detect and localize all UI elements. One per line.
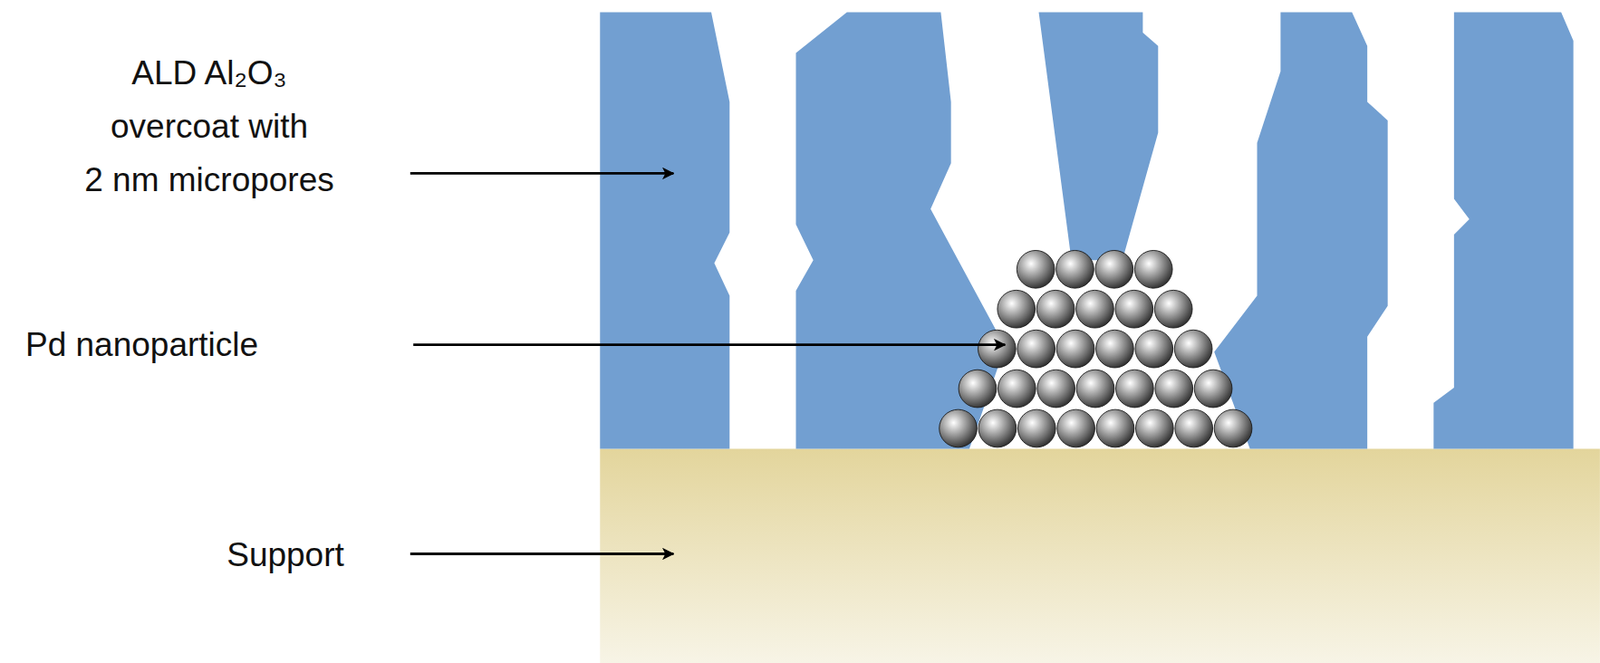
pd-atom bbox=[1017, 409, 1056, 448]
pd-atom bbox=[1056, 250, 1095, 289]
particle-label: Pd nanoparticle bbox=[25, 318, 259, 372]
pd-atom bbox=[1076, 369, 1115, 408]
pd-atom bbox=[1037, 369, 1076, 408]
pd-atom bbox=[1016, 250, 1055, 289]
pd-atom bbox=[1134, 250, 1173, 289]
overcoat-label: ALD Al₂O₃ overcoat with 2 nm micropores bbox=[84, 46, 335, 207]
pd-atom bbox=[997, 289, 1036, 328]
pd-atom bbox=[1136, 409, 1175, 448]
pd-atom bbox=[1155, 369, 1194, 408]
pd-atom bbox=[1096, 409, 1135, 448]
leader-lines bbox=[410, 173, 1006, 554]
alumina-overcoat bbox=[599, 12, 1573, 450]
pd-atom bbox=[1154, 289, 1193, 328]
pd-atom bbox=[1095, 250, 1134, 289]
support-label: Support bbox=[226, 528, 345, 582]
pd-atom bbox=[1194, 369, 1233, 408]
pd-atom bbox=[1116, 369, 1155, 408]
pd-atom bbox=[1135, 329, 1174, 368]
pd-atom bbox=[958, 369, 997, 408]
pd-atom bbox=[939, 409, 978, 448]
pd-atom bbox=[997, 369, 1036, 408]
pd-atom bbox=[1076, 289, 1115, 328]
pd-atom bbox=[1115, 289, 1154, 328]
support bbox=[599, 449, 1600, 663]
pd-nanoparticle bbox=[939, 250, 1253, 447]
pd-atom bbox=[1056, 329, 1095, 368]
pd-atom bbox=[1175, 409, 1214, 448]
pd-atom bbox=[1057, 409, 1096, 448]
pd-atom bbox=[978, 409, 1017, 448]
pd-atom bbox=[1096, 329, 1135, 368]
pd-atom bbox=[978, 329, 1017, 368]
pd-atom bbox=[1036, 289, 1075, 328]
pd-atom bbox=[1017, 329, 1056, 368]
pd-atom bbox=[1214, 409, 1253, 448]
pd-atom bbox=[1174, 329, 1213, 368]
